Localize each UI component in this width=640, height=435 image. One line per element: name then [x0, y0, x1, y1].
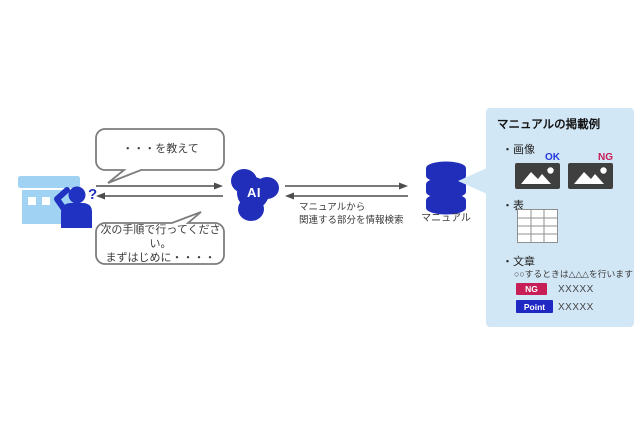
- thinking-person-icon: [54, 186, 92, 228]
- ai-label: AI: [247, 185, 261, 200]
- point-badge: Point: [516, 300, 553, 313]
- text-example-sentence: ○○するときは△△△を行います: [514, 269, 633, 279]
- ai-reply-line2: まずはじめに・・・・: [105, 252, 216, 264]
- user-request-text: ・・・を教えて: [122, 143, 199, 155]
- image-ng-label: NG: [598, 152, 613, 163]
- image-ok-label: OK: [545, 152, 560, 163]
- ng-badge-value: XXXXX: [558, 284, 594, 295]
- search-caption-line2: 関連する部分を情報検索: [299, 214, 404, 226]
- search-caption: マニュアルから 関連する部分を情報検索: [299, 202, 404, 227]
- panel-title: マニュアルの掲載例: [497, 119, 601, 131]
- ai-blob-icon: [231, 169, 279, 221]
- table-icon: [517, 209, 558, 243]
- user-ai-arrows: [96, 182, 223, 200]
- question-mark: ?: [88, 186, 98, 203]
- image-placeholder-ng-icon: [568, 163, 613, 189]
- ai-reply-bubble: [95, 211, 225, 265]
- ai-reply-text: 次の手順で行ってください。 まずはじめに・・・・: [95, 223, 226, 265]
- ng-badge: NG: [516, 283, 547, 295]
- database-icon: [426, 161, 466, 215]
- point-badge-value: XXXXX: [558, 302, 594, 313]
- ai-db-arrows: [285, 182, 408, 200]
- user-request-bubble: [95, 128, 225, 184]
- search-caption-line1: マニュアルから: [299, 202, 366, 213]
- database-label: マニュアル: [421, 213, 471, 224]
- section-images-label: ・画像: [502, 144, 535, 156]
- ai-reply-line1: 次の手順で行ってください。: [100, 224, 221, 250]
- section-text-label: ・文章: [502, 256, 535, 268]
- image-placeholder-ok-icon: [515, 163, 560, 189]
- callout-triangle: [458, 168, 487, 194]
- manual-examples-panel: マニュアルの掲載例 ・画像 OK NG ・表 ・文章 ○○するときは△△△を行い…: [486, 108, 634, 327]
